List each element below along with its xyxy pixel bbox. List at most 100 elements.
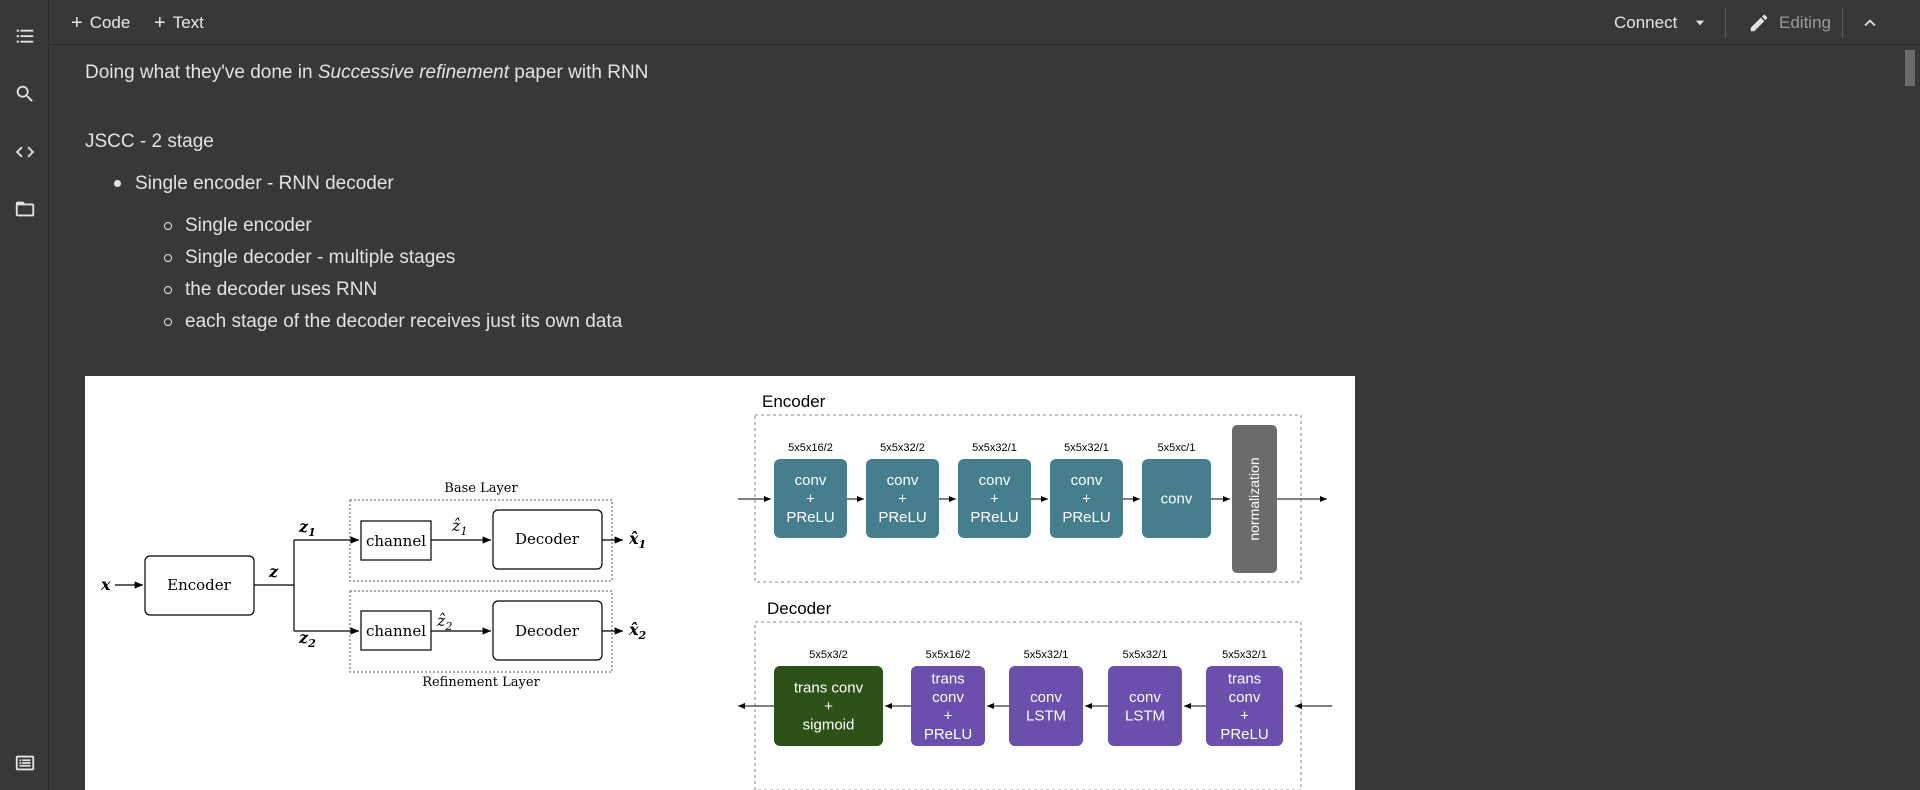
sub-bullet-text: Single encoder <box>185 215 312 236</box>
vertical-scrollbar[interactable] <box>1900 46 1920 790</box>
base-layer-label: Base Layer <box>444 481 518 496</box>
search-icon[interactable] <box>12 81 38 107</box>
notebook-toolbar: + Code + Text Connect Editing <box>49 0 1920 45</box>
encoder-block-spec: 5x5xc/1 <box>1158 442 1196 454</box>
table-of-contents-icon[interactable] <box>12 23 38 49</box>
zhat1-label: ẑ1 <box>451 516 467 538</box>
encoder-block-label: + <box>990 491 999 508</box>
decoder-block-label: LSTM <box>1125 707 1165 724</box>
encoder-block-label: PReLU <box>786 509 834 526</box>
z2-label: z2 <box>298 628 316 650</box>
xhat1-label: x̂1 <box>628 529 646 551</box>
encoder-block <box>1050 459 1123 538</box>
encoder-block-label: conv <box>979 472 1011 489</box>
encoder-block-label: conv <box>887 472 919 489</box>
decoder-block-label: conv <box>1229 689 1261 706</box>
xhat2-label: x̂2 <box>628 620 647 642</box>
cell-intro-text: Doing what they've done in Successive re… <box>85 62 648 84</box>
notebook-content: Doing what they've done in Successive re… <box>49 46 1900 790</box>
decoder-block-label: PReLU <box>1220 726 1268 743</box>
decoder-block-spec: 5x5x16/2 <box>926 649 971 661</box>
encoder-block <box>958 459 1031 538</box>
decoder-block-label: conv <box>932 689 964 706</box>
decoder-block <box>774 666 883 746</box>
encoder-diagram: Encoder 5x5x16/2conv+PReLU5x5x32/2conv+P… <box>738 392 1327 583</box>
decoder-box-label: Decoder <box>515 530 580 548</box>
files-icon[interactable] <box>12 196 38 222</box>
decoder-block <box>1009 666 1083 746</box>
decoder-block-label: trans <box>931 670 964 687</box>
sub-bullet-text: each stage of the decoder receives just … <box>185 311 623 332</box>
normalization-block <box>1232 425 1277 573</box>
editing-label: Editing <box>1779 13 1831 32</box>
z1-label: z1 <box>298 517 316 539</box>
encoder-block-label: conv <box>795 472 827 489</box>
encoder-box-label: Encoder <box>167 576 232 594</box>
bullet-circle <box>164 222 172 230</box>
plus-icon: + <box>71 12 83 34</box>
encoder-block-label: + <box>806 491 815 508</box>
decoder-block-label: + <box>824 698 833 715</box>
chevron-up-icon <box>1864 19 1876 27</box>
decoder-block-label: LSTM <box>1026 707 1066 724</box>
decoder-title: Decoder <box>767 599 832 618</box>
intro-prefix: Doing what they've done in <box>85 62 318 83</box>
encoder-block-label: conv <box>1161 491 1193 508</box>
encoder-block-label: PReLU <box>1062 509 1110 526</box>
connect-label: Connect <box>1614 13 1678 32</box>
zhat2-label: ẑ2 <box>436 611 452 633</box>
bullet-text: Single encoder - RNN decoder <box>135 173 394 194</box>
add-text-cell-button[interactable]: + Text <box>154 10 204 36</box>
sub-bullet-text: the decoder uses RNN <box>185 279 378 300</box>
intro-suffix: paper with RNN <box>509 62 649 83</box>
decoder-block-label: + <box>944 707 953 724</box>
scrollbar-thumb[interactable] <box>1905 50 1915 86</box>
toolbar-divider <box>1725 8 1726 38</box>
encoder-block-spec: 5x5x16/2 <box>788 442 833 454</box>
encoder-block-label: conv <box>1071 472 1103 489</box>
decoder-block-spec: 5x5x3/2 <box>809 649 848 661</box>
connect-button[interactable]: Connect <box>1614 10 1677 36</box>
channel-box <box>360 610 432 651</box>
add-code-cell-button[interactable]: + Code <box>71 10 130 36</box>
cell-heading: JSCC - 2 stage <box>85 131 214 152</box>
encoder-block-spec: 5x5x32/1 <box>972 442 1017 454</box>
encoder-block <box>1142 459 1211 538</box>
encoder-block-label: + <box>1082 491 1091 508</box>
code-snippets-icon[interactable] <box>12 139 38 165</box>
editing-mode-button[interactable]: Editing <box>1748 10 1831 36</box>
normalization-label: normalization <box>1246 457 1262 540</box>
encoder-block-label: + <box>898 491 907 508</box>
encoder-block-spec: 5x5x32/2 <box>880 442 925 454</box>
collapse-header-button[interactable] <box>1859 10 1881 36</box>
decoder-block-label: + <box>1240 707 1249 724</box>
decoder-block <box>1206 666 1283 746</box>
decoder-block <box>1108 666 1182 746</box>
caret-down-icon <box>1695 20 1705 26</box>
encoder-block <box>774 459 847 538</box>
connect-dropdown-button[interactable] <box>1693 10 1707 36</box>
bullet-circle <box>164 318 172 326</box>
decoder-block-label: PReLU <box>924 726 972 743</box>
z-label: z <box>268 562 279 581</box>
sub-bullet-text: Single decoder - multiple stages <box>185 247 456 268</box>
decoder-block-spec: 5x5x32/1 <box>1123 649 1168 661</box>
encoder-block-label: PReLU <box>970 509 1018 526</box>
decoder-block-spec: 5x5x32/1 <box>1024 649 1069 661</box>
bullet-disc <box>114 180 121 187</box>
decoder-block-label: sigmoid <box>803 717 855 734</box>
plus-icon: + <box>154 12 166 34</box>
channel-label: channel <box>366 622 426 640</box>
encoder-title: Encoder <box>762 392 826 411</box>
refinement-layer-label: Refinement Layer <box>422 675 540 690</box>
encoder-block <box>866 459 939 538</box>
add-text-label: Text <box>172 13 204 32</box>
bullet-circle <box>164 286 172 294</box>
channel-label: channel <box>366 532 426 550</box>
decoder-block-label: conv <box>1030 689 1062 706</box>
terminal-icon[interactable] <box>12 750 38 776</box>
decoder-block-label: trans <box>1228 670 1261 687</box>
base-layer-box <box>349 499 613 582</box>
bullet-circle <box>164 254 172 262</box>
